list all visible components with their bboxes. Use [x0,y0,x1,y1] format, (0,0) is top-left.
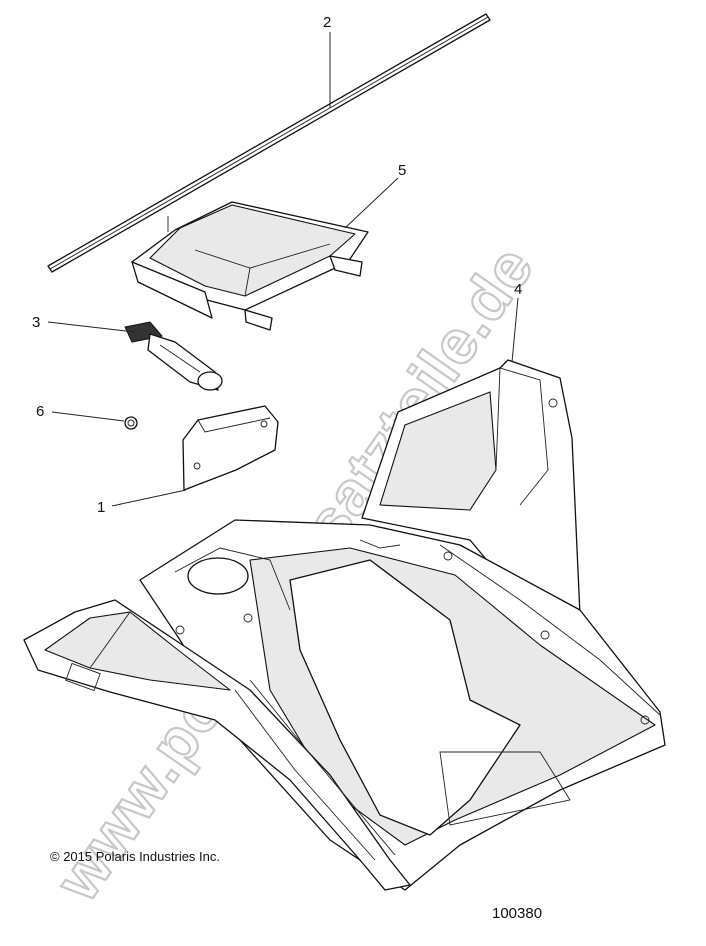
part-1-plate [182,405,279,491]
part-2-strip [47,13,491,273]
diagram-number: 100380 [492,905,543,922]
callout-4: 4 [514,281,522,298]
leader-1 [111,489,187,507]
callout-1: 1 [97,499,105,516]
copyright-text: © 2015 Polaris Industries Inc. [50,849,220,864]
leader-4 [511,297,519,363]
part-5-tray [131,201,369,331]
leader-6 [51,411,125,422]
leader-3 [47,321,136,333]
leader-5 [344,177,399,229]
part-4-cargo-box [23,359,666,891]
part-3-latch [124,321,223,391]
callout-3: 3 [32,314,40,331]
part-6-nut [124,416,138,430]
callout-6: 6 [36,403,44,420]
callout-5: 5 [398,162,406,179]
callout-2: 2 [323,14,331,31]
